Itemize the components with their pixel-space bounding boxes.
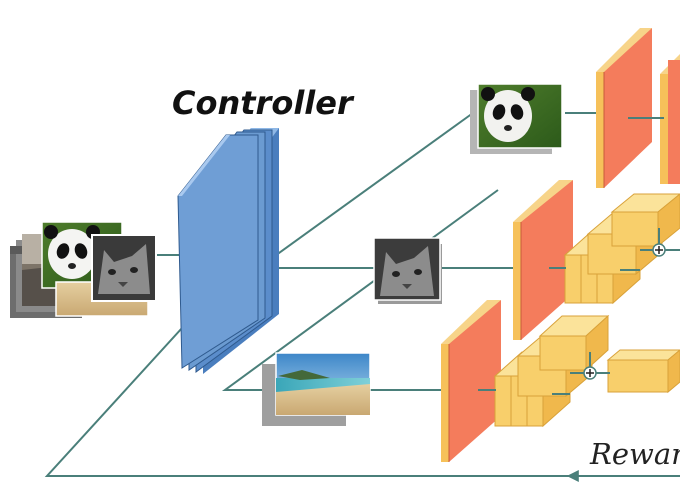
conv-layer xyxy=(596,28,652,188)
conv-layer xyxy=(513,180,573,340)
photo-stack-icon xyxy=(10,221,157,318)
plus-circle-icon xyxy=(583,366,597,380)
child-network-top xyxy=(596,28,680,188)
beach-photo-icon xyxy=(262,352,371,426)
child-network-middle xyxy=(513,180,680,340)
block-stack xyxy=(610,193,680,248)
conv-layer xyxy=(441,300,501,462)
block-stack xyxy=(538,314,610,372)
controller-title: Controller xyxy=(172,84,355,122)
reward-feedback-line xyxy=(44,304,680,477)
connector-lines xyxy=(549,228,680,271)
child-network-bottom xyxy=(441,300,680,462)
connector-lines xyxy=(478,352,610,395)
conv-layer xyxy=(660,54,680,184)
controller-layer xyxy=(177,134,259,369)
stack-panda-photo xyxy=(41,221,123,289)
controller-network xyxy=(177,128,279,374)
stack-cat-photo xyxy=(91,234,157,302)
block-stack xyxy=(606,349,680,394)
reward-label: Reward xyxy=(589,437,680,471)
plus-circle-icon xyxy=(652,243,666,257)
cat-photo-icon xyxy=(373,237,442,304)
panda-photo-icon xyxy=(470,83,563,154)
